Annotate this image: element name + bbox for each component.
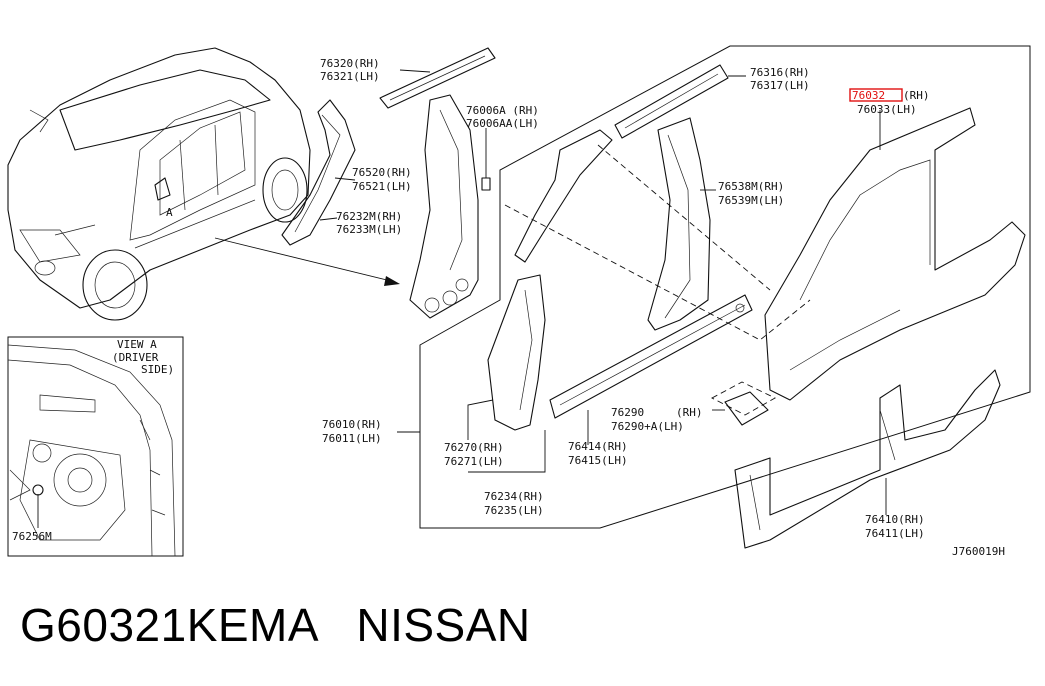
- label-76033: 76033(LH): [857, 103, 917, 116]
- label-76410: 76410(RH): [865, 513, 925, 526]
- part-76270: [487, 274, 546, 431]
- parts-diagram: A VIEW A (DRIVER SIDE) 76256M: [7, 45, 1031, 558]
- label-76317: 76317(LH): [750, 79, 810, 92]
- label-76520: 76520(RH): [352, 166, 412, 179]
- label-76010: 76010(RH): [322, 418, 382, 431]
- label-76235: 76235(LH): [484, 504, 544, 517]
- part-labels: 76320(RH) 76321(LH) 76006A (RH) 76006AA(…: [320, 57, 1005, 558]
- label-76290: 76290: [611, 406, 644, 419]
- car-to-parts-arrow: [214, 237, 396, 283]
- exploded-frame: [419, 45, 1031, 529]
- label-76538m: 76538M(RH): [718, 180, 784, 193]
- view-a-side: SIDE): [141, 363, 174, 376]
- highlight-box-76032: [849, 88, 903, 102]
- label-76271: 76271(LH): [444, 455, 504, 468]
- part-76290: [724, 391, 769, 426]
- label-76321: 76321(LH): [320, 70, 380, 83]
- callout-a: A: [166, 206, 173, 219]
- part-76320: [379, 47, 496, 109]
- label-76320: 76320(RH): [320, 57, 380, 70]
- label-76006aa: 76006AA(LH): [466, 117, 539, 130]
- part-76414: [549, 294, 753, 419]
- label-76011: 76011(LH): [322, 432, 382, 445]
- label-76256m: 76256M: [12, 530, 52, 543]
- label-76232m: 76232M(RH): [336, 210, 402, 223]
- label-76316: 76316(RH): [750, 66, 810, 79]
- footer-part-number: G60321KEMA: [20, 599, 317, 651]
- label-76521: 76521(LH): [352, 180, 412, 193]
- label-76270: 76270(RH): [444, 441, 504, 454]
- label-76032-code: 76032: [852, 89, 885, 102]
- label-76415: 76415(LH): [568, 454, 628, 467]
- part-76032: [764, 107, 1026, 401]
- drawing-code: J760019H: [952, 545, 1005, 558]
- part-76316: [614, 64, 729, 139]
- part-76232m: [281, 99, 356, 246]
- label-76233m: 76233M(LH): [336, 223, 402, 236]
- label-76290-rh: (RH): [676, 406, 703, 419]
- label-76234: 76234(RH): [484, 490, 544, 503]
- footer-caption: G60321KEMA NISSAN: [20, 598, 531, 652]
- view-a-title: VIEW A: [117, 338, 157, 351]
- view-a-subtitle: (DRIVER: [112, 351, 159, 364]
- part-76538m: [647, 117, 711, 331]
- arrow-head-icon: [384, 276, 400, 286]
- part-76410: [734, 369, 1001, 549]
- label-76414: 76414(RH): [568, 440, 628, 453]
- car-illustration: A: [7, 47, 311, 321]
- label-76032-side: (RH): [903, 89, 930, 102]
- part-76006a: [481, 177, 491, 191]
- label-76539m: 76539M(LH): [718, 194, 784, 207]
- part-76520: [514, 129, 613, 263]
- footer-brand: NISSAN: [356, 599, 531, 651]
- label-76290a: 76290+A(LH): [611, 420, 684, 433]
- part-76010: [409, 94, 479, 319]
- view-a-inset: VIEW A (DRIVER SIDE) 76256M: [7, 336, 184, 557]
- label-76006a: 76006A (RH): [466, 104, 539, 117]
- label-76411: 76411(LH): [865, 527, 925, 540]
